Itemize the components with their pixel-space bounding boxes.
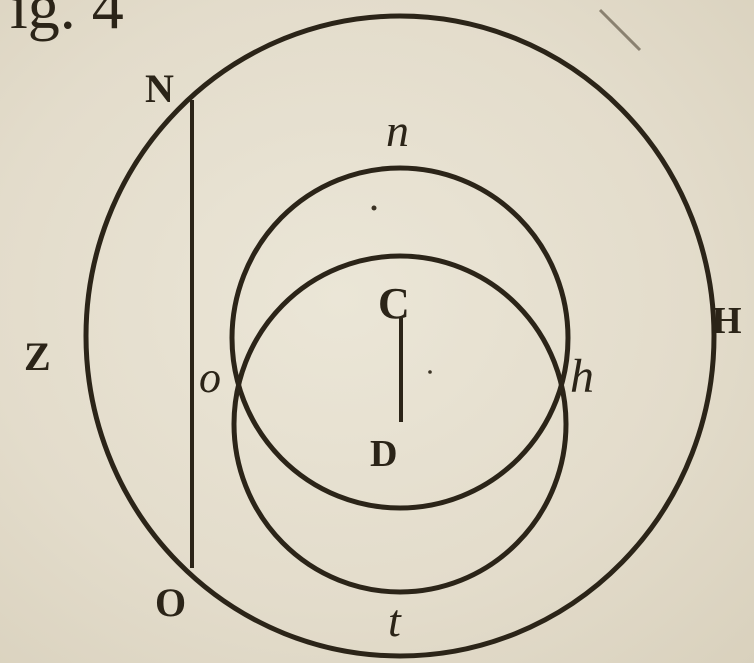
label-o-upper: O xyxy=(155,580,186,625)
label-d: D xyxy=(370,433,397,475)
label-n-lower: n xyxy=(386,105,409,156)
label-t-lower: t xyxy=(388,595,402,646)
label-z: Z xyxy=(24,334,51,379)
outer-circle xyxy=(83,13,717,659)
label-o-lower: o xyxy=(199,353,221,402)
lower-inner-circle xyxy=(231,253,569,595)
label-c: C xyxy=(378,279,410,328)
figure-header-fragment: ig. 4 xyxy=(10,0,124,42)
faint-stroke-mark xyxy=(598,8,642,52)
ink-speck xyxy=(371,205,377,211)
label-h-lower: h xyxy=(570,350,594,403)
upper-inner-circle xyxy=(229,165,571,511)
label-n-upper: N xyxy=(145,66,174,111)
ink-speck xyxy=(428,370,432,374)
label-h-upper: H xyxy=(712,300,742,342)
